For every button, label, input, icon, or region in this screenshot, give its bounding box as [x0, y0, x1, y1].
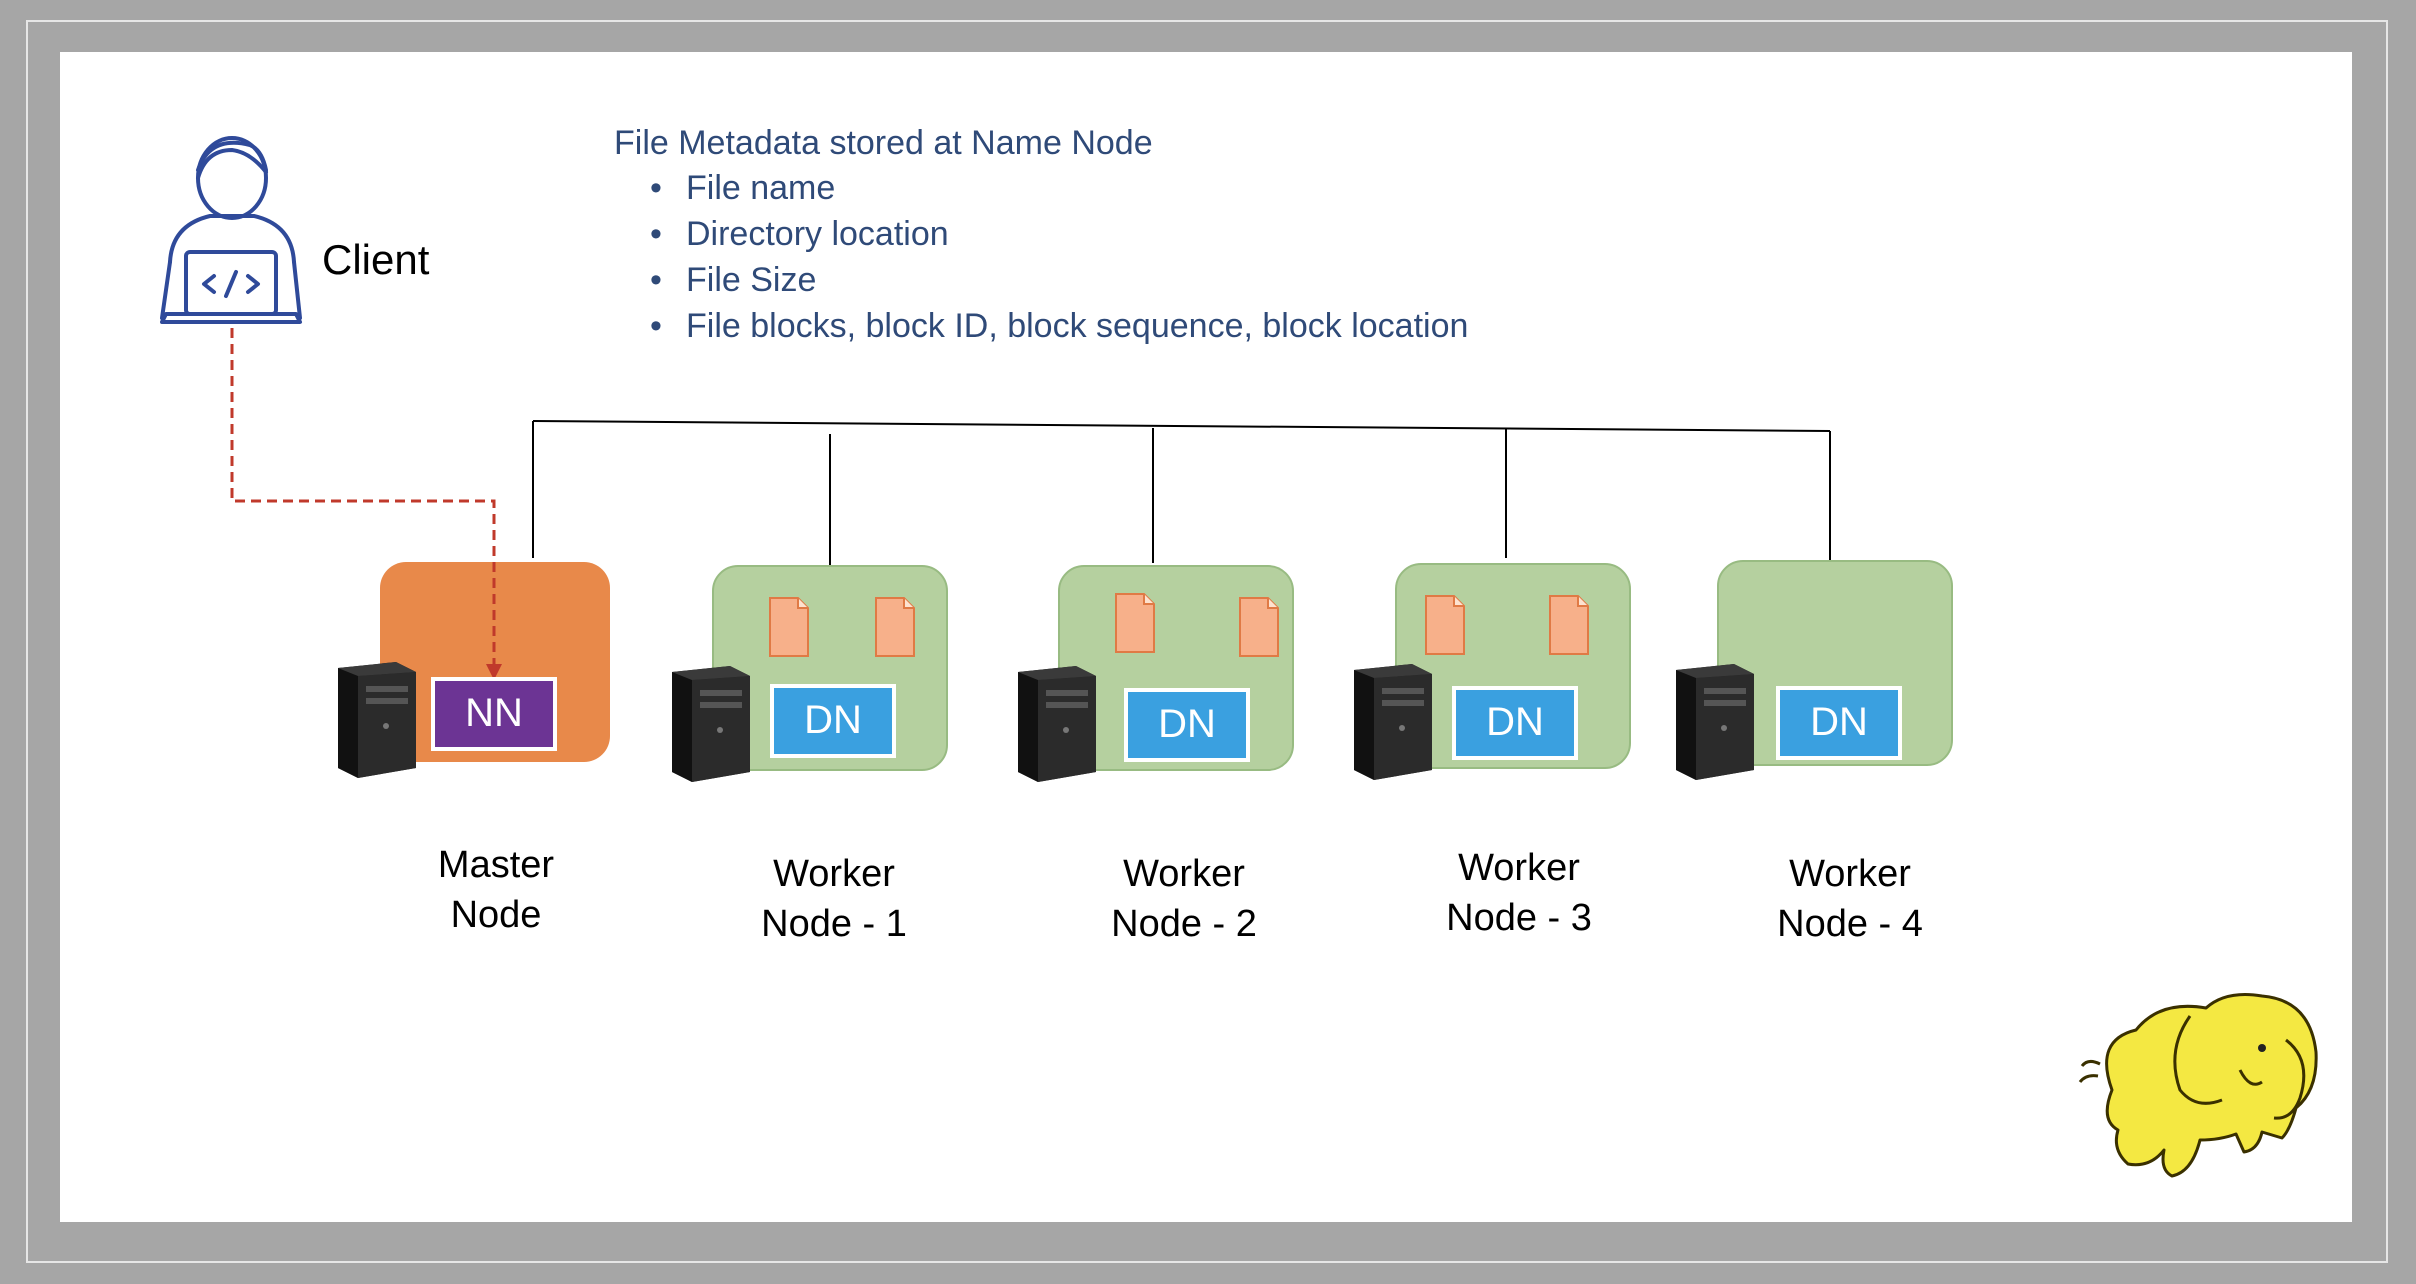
- slide-frame: [26, 20, 2388, 1263]
- worker-node-label: Worker Node - 1: [761, 853, 907, 945]
- metadata-item: File name: [650, 169, 1468, 207]
- data-node-tag: DN: [1452, 686, 1578, 760]
- metadata-title: File Metadata stored at Name Node: [614, 124, 1153, 162]
- developer-laptop-icon: [160, 136, 302, 324]
- data-node-tag: DN: [1776, 686, 1902, 760]
- hadoop-elephant-logo: [2078, 993, 2318, 1178]
- metadata-list: File name Directory location File Size F…: [614, 169, 1468, 345]
- master-node-label: Master Node: [437, 844, 555, 936]
- metadata-item: File blocks, block ID, block sequence, b…: [650, 307, 1468, 345]
- metadata-item: File Size: [650, 261, 1468, 299]
- worker-node-label: Worker Node - 3: [1446, 847, 1592, 939]
- metadata-item: Directory location: [650, 215, 1468, 253]
- data-node-tag: DN: [770, 684, 896, 758]
- name-node-tag: NN: [431, 677, 557, 751]
- worker-node-label: Worker Node - 4: [1777, 853, 1923, 945]
- worker-node-label: Worker Node - 2: [1111, 853, 1257, 945]
- metadata-panel: File Metadata stored at Name Node File n…: [614, 124, 1468, 353]
- client-label: Client: [322, 236, 430, 283]
- data-node-tag: DN: [1124, 688, 1250, 762]
